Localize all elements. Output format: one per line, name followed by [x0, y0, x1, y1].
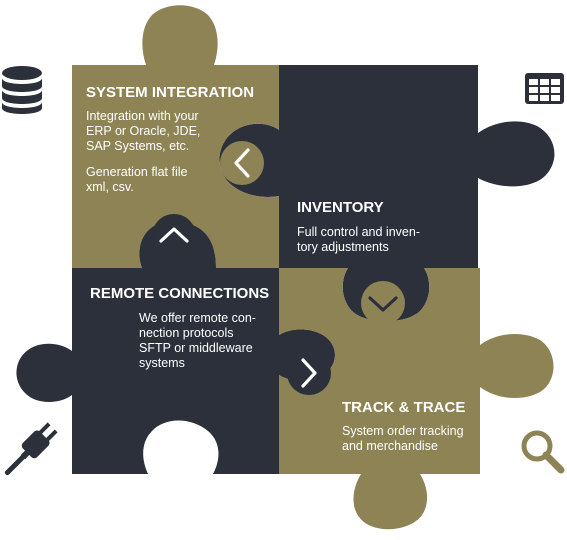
remote-connections-piece — [16, 221, 336, 474]
remote-connections-line-1: We offer remote con- — [139, 311, 256, 325]
remote-connections-line-3: SFTP or middleware — [139, 341, 253, 355]
inventory-title: INVENTORY — [297, 199, 384, 216]
track-trace-line-2: and merchandise — [342, 439, 438, 453]
system-integration-piece — [72, 5, 279, 268]
search-icon — [521, 430, 565, 474]
plug-icon — [4, 422, 58, 476]
chevron-right-icon — [287, 351, 331, 395]
remote-connections-line-4: systems — [139, 356, 185, 370]
system-integration-title: SYSTEM INTEGRATION — [86, 84, 254, 101]
system-integration-line-1: Integration with your — [86, 109, 199, 123]
system-integration-line-3: SAP Systems, etc. — [86, 139, 189, 153]
inventory-line-1: Full control and inven- — [297, 225, 420, 239]
remote-connections-title: REMOTE CONNECTIONS — [90, 285, 269, 302]
chevron-up-icon — [152, 214, 196, 258]
database-icon — [2, 66, 42, 114]
inventory-piece — [219, 65, 555, 322]
system-integration-line-2: ERP or Oracle, JDE, — [86, 124, 200, 138]
inventory-line-2: tory adjustments — [297, 240, 389, 254]
track-trace-piece — [279, 268, 554, 530]
track-trace-line-1: System order tracking — [342, 424, 464, 438]
chevron-down-icon — [361, 281, 405, 325]
remote-connections-line-2: nection protocols — [139, 326, 234, 340]
chevron-left-icon — [220, 141, 264, 185]
system-integration-line-6: xml, csv. — [86, 180, 134, 194]
system-integration-line-5: Generation flat file — [86, 165, 187, 179]
track-trace-title: TRACK & TRACE — [342, 399, 465, 416]
grid-table-icon — [525, 73, 564, 104]
